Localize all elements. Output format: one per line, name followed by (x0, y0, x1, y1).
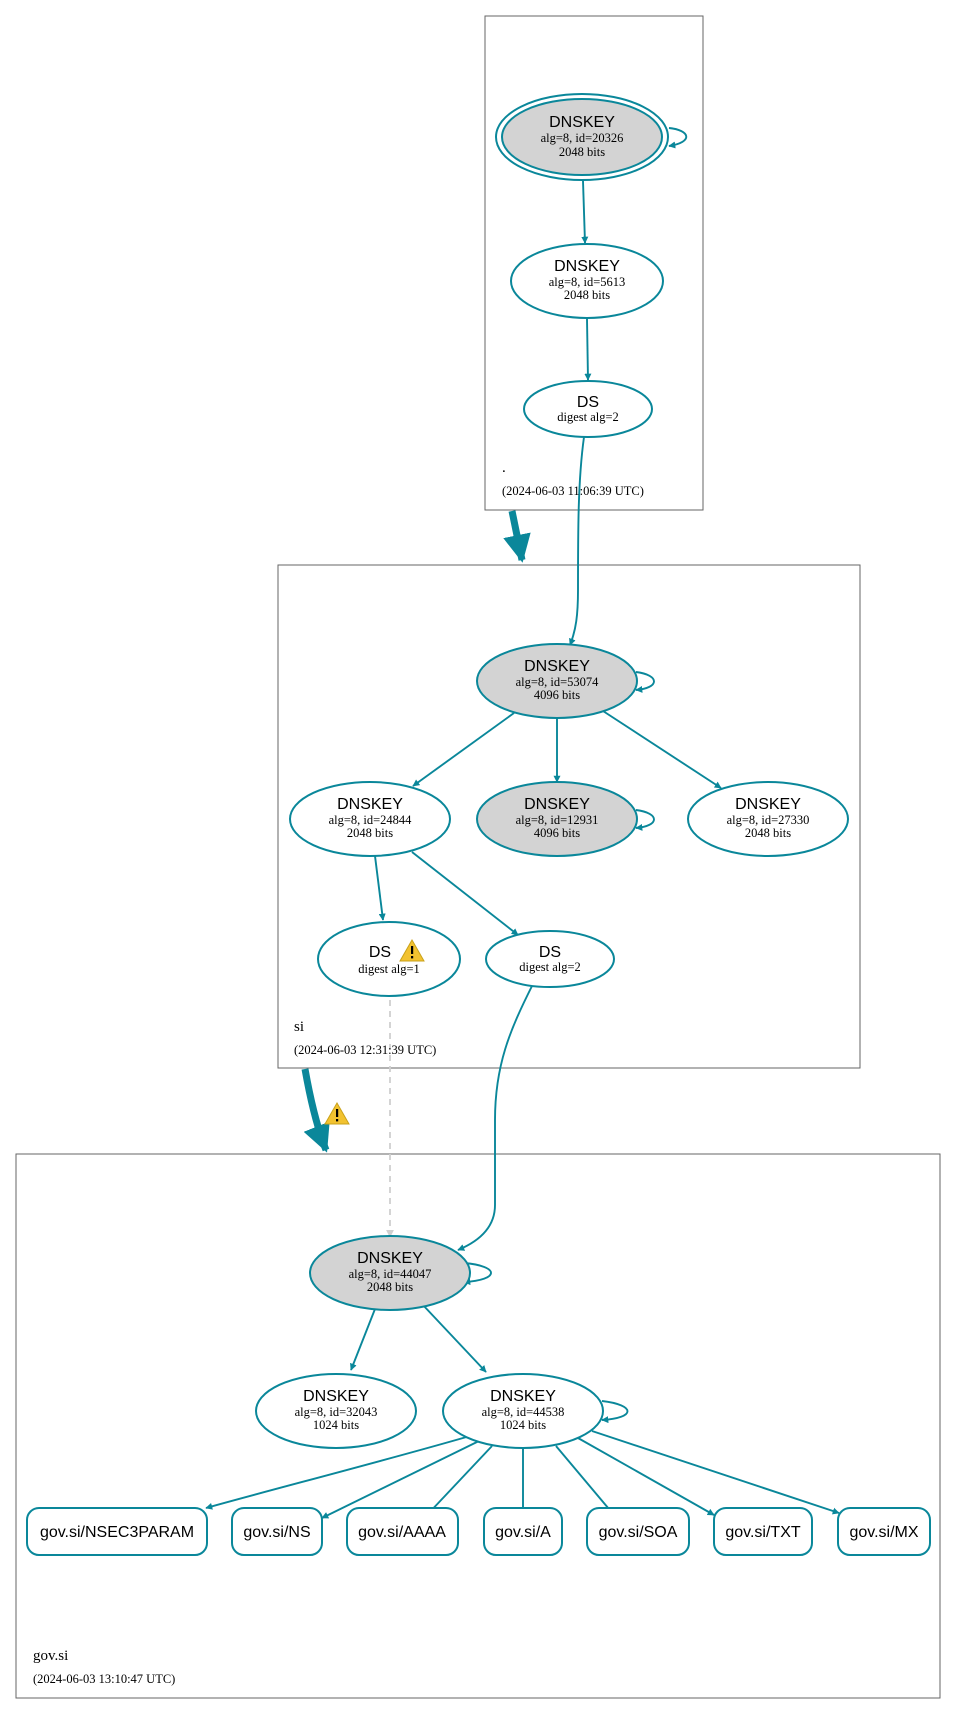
node-title: DNSKEY (337, 796, 403, 813)
edge-zsk2-txt (577, 1437, 715, 1516)
edge-si-zsk1-ds1 (374, 855, 386, 921)
node-title: DNSKEY (549, 114, 615, 131)
edge-si-ksk-zsk1 (412, 712, 515, 787)
node-title: DNSKEY (554, 258, 620, 275)
node-title: DNSKEY (735, 796, 801, 813)
zone-name-gov-si: gov.si (33, 1648, 68, 1664)
node-si-ksk-12931[interactable]: DNSKEY alg=8, id=12931 4096 bits (476, 781, 638, 857)
edge-root-ds-si-ksk (569, 436, 585, 646)
edge-zsk2-nsec3param (205, 1435, 471, 1510)
node-title: DNSKEY (303, 1388, 369, 1405)
node-alg-id: alg=8, id=27330 (727, 813, 810, 827)
node-alg-id: alg=8, id=20326 (541, 131, 624, 145)
edge-self-si-ksk (635, 671, 655, 693)
node-bits: 1024 bits (313, 1418, 359, 1432)
edge-si-ds2-gov-ksk (457, 985, 533, 1251)
rrset-aaaa[interactable]: gov.si/AAAA (346, 1507, 459, 1556)
node-bits: 1024 bits (500, 1418, 546, 1432)
edge-zsk2-soa (555, 1445, 615, 1516)
warning-icon (324, 1101, 350, 1125)
node-si-ksk[interactable]: DNSKEY alg=8, id=53074 4096 bits (476, 643, 638, 719)
node-title: DNSKEY (524, 796, 590, 813)
edge-si-zsk1-ds2 (411, 851, 519, 936)
node-alg-id: alg=8, id=44538 (482, 1405, 565, 1419)
node-si-ds-alg2[interactable]: DS digest alg=2 (485, 930, 615, 988)
edge-self-si-ksk2 (635, 809, 655, 831)
node-bits: 2048 bits (559, 145, 605, 159)
rrset-label: gov.si/AAAA (358, 1524, 446, 1541)
node-si-zsk-24844[interactable]: DNSKEY alg=8, id=24844 2048 bits (289, 781, 451, 857)
node-bits: 4096 bits (534, 688, 580, 702)
node-si-zsk-27330[interactable]: DNSKEY alg=8, id=27330 2048 bits (687, 781, 849, 857)
rrset-a[interactable]: gov.si/A (483, 1507, 563, 1556)
node-alg-id: alg=8, id=44047 (349, 1267, 432, 1281)
node-title: DS (539, 944, 561, 961)
node-root-zsk[interactable]: DNSKEY alg=8, id=5613 2048 bits (510, 243, 664, 319)
node-bits: 2048 bits (367, 1280, 413, 1294)
rrset-label: gov.si/NSEC3PARAM (40, 1524, 194, 1541)
node-bits: 2048 bits (347, 826, 393, 840)
node-digest: digest alg=2 (557, 410, 619, 424)
rrset-soa[interactable]: gov.si/SOA (586, 1507, 690, 1556)
node-alg-id: alg=8, id=32043 (295, 1405, 378, 1419)
node-root-ds[interactable]: DS digest alg=2 (523, 380, 653, 438)
zone-timestamp-si: (2024-06-03 12:31:39 UTC) (294, 1043, 436, 1057)
node-bits: 4096 bits (534, 826, 580, 840)
node-title: DNSKEY (357, 1250, 423, 1267)
rrset-label: gov.si/A (495, 1524, 551, 1541)
rrset-label: gov.si/MX (849, 1524, 918, 1541)
node-gov-ksk[interactable]: DNSKEY alg=8, id=44047 2048 bits (309, 1235, 471, 1311)
node-bits: 2048 bits (564, 288, 610, 302)
rrset-ns[interactable]: gov.si/NS (231, 1507, 323, 1556)
warning-icon (399, 938, 425, 962)
edge-gov-ksk-zsk2 (421, 1303, 487, 1373)
node-si-ds-alg1[interactable]: DS digest alg=1 (317, 921, 461, 997)
node-bits: 2048 bits (745, 826, 791, 840)
node-alg-id: alg=8, id=53074 (516, 675, 600, 689)
edge-si-ksk-zsk2 (602, 710, 722, 789)
edge-root-ksk-zsk (581, 180, 589, 244)
edge-self-gov-zsk2 (601, 1400, 629, 1424)
node-title: DS (369, 944, 391, 961)
node-alg-id: alg=8, id=24844 (329, 813, 413, 827)
zone-timestamp-root: (2024-06-03 11:06:39 UTC) (502, 484, 644, 498)
node-gov-zsk-32043[interactable]: DNSKEY alg=8, id=32043 1024 bits (255, 1373, 417, 1449)
node-gov-zsk-44538[interactable]: DNSKEY alg=8, id=44538 1024 bits (442, 1373, 604, 1449)
rrset-nsec3param[interactable]: gov.si/NSEC3PARAM (26, 1507, 208, 1556)
node-title: DNSKEY (490, 1388, 556, 1405)
edge-zsk2-aaaa (426, 1445, 493, 1516)
edge-zsk2-ns (321, 1440, 480, 1519)
node-root-ksk[interactable]: DNSKEY alg=8, id=20326 2048 bits (495, 93, 669, 181)
rrset-label: gov.si/TXT (725, 1524, 801, 1541)
edge-zsk2-mx (591, 1430, 840, 1515)
edge-root-zsk-ds (584, 318, 592, 381)
node-digest: digest alg=2 (519, 960, 581, 974)
delegation-arrow-si-gov (301, 1068, 330, 1153)
rrset-label: gov.si/SOA (599, 1524, 678, 1541)
rrset-txt[interactable]: gov.si/TXT (713, 1507, 813, 1556)
node-alg-id: alg=8, id=12931 (516, 813, 599, 827)
zone-timestamp-gov-si: (2024-06-03 13:10:47 UTC) (33, 1672, 175, 1686)
edge-self-gov-ksk (463, 1262, 492, 1286)
node-title: DS (577, 394, 599, 411)
node-alg-id: alg=8, id=5613 (549, 275, 626, 289)
node-title: DNSKEY (524, 658, 590, 675)
zone-name-si: si (294, 1019, 304, 1035)
edge-self-root-ksk (668, 127, 688, 149)
rrset-label: gov.si/NS (243, 1524, 310, 1541)
rrset-mx[interactable]: gov.si/MX (837, 1507, 931, 1556)
delegation-arrow-root-si (503, 510, 531, 563)
node-digest: digest alg=1 (358, 962, 420, 976)
zone-name-root: . (502, 460, 506, 476)
edge-gov-ksk-zsk1 (350, 1308, 376, 1371)
